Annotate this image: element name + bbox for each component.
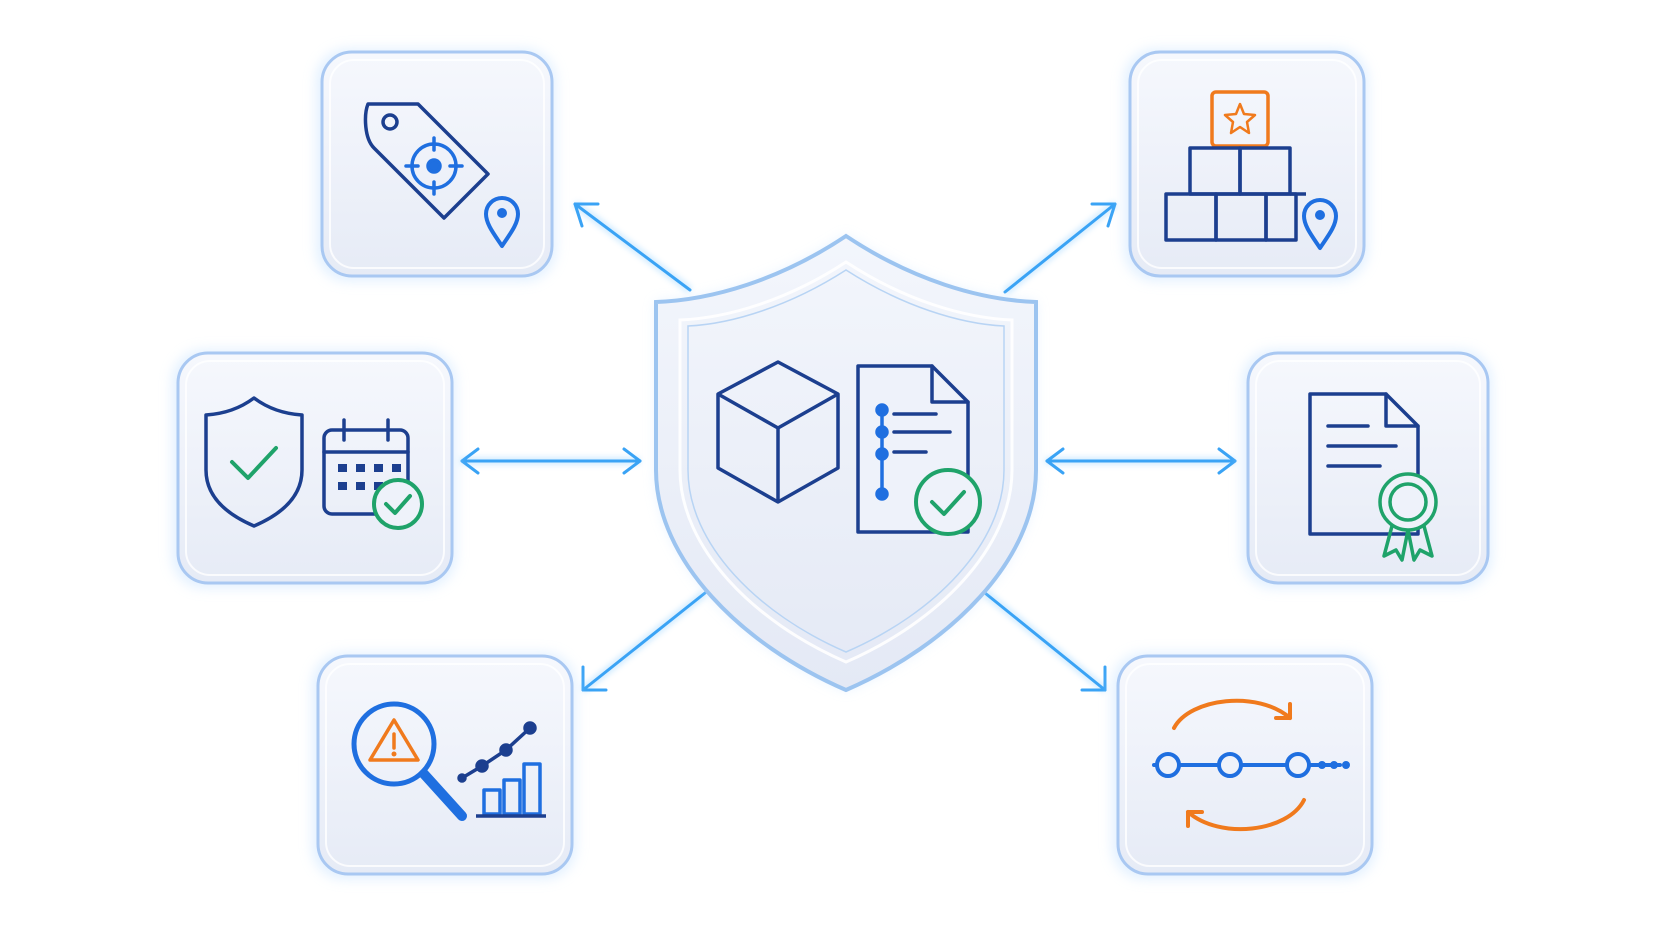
calendar-icon <box>322 418 410 516</box>
warning-icon <box>368 718 420 762</box>
check-circle-icon <box>372 478 424 530</box>
tile-middle-right <box>1242 350 1492 588</box>
trend-line-icon <box>457 721 537 783</box>
tile-top-left-icons <box>363 102 520 248</box>
cube-icon <box>716 360 840 504</box>
arrow-hub-to-bottom-right <box>983 591 1107 692</box>
connector-arrows <box>460 200 1237 694</box>
location-pin-icon <box>484 196 520 248</box>
tile-bottom-right-icons <box>1152 698 1350 832</box>
star-box-icon <box>1210 90 1270 148</box>
cycle-arrows-icon <box>1172 698 1306 832</box>
timeline-icon <box>1152 752 1350 778</box>
tile-middle-left <box>172 350 456 588</box>
tile-top-right <box>1124 49 1368 281</box>
arrow-hub-to-bottom-left <box>581 591 707 692</box>
hub-shield <box>654 233 1038 693</box>
tile-middle-left-icons <box>204 396 424 530</box>
tile-middle-right-icons <box>1308 392 1438 562</box>
bar-chart-icon <box>476 762 546 818</box>
target-icon <box>404 136 464 196</box>
arrow-hub-to-top-left <box>573 202 692 292</box>
shield-icon <box>654 233 1038 693</box>
check-circle-icon <box>914 468 982 536</box>
tile-bottom-left <box>312 653 576 879</box>
stacked-boxes-icon <box>1164 146 1306 242</box>
shield-check-icon <box>204 396 304 528</box>
tile-bottom-left-icons <box>351 701 546 821</box>
location-pin-icon <box>1302 198 1338 250</box>
magnifier-icon <box>351 701 467 821</box>
certificate-badge-icon <box>1378 472 1438 562</box>
price-tag-icon <box>363 102 490 220</box>
tile-top-right-icons <box>1164 90 1338 250</box>
arrow-hub-to-top-right <box>1003 202 1117 294</box>
